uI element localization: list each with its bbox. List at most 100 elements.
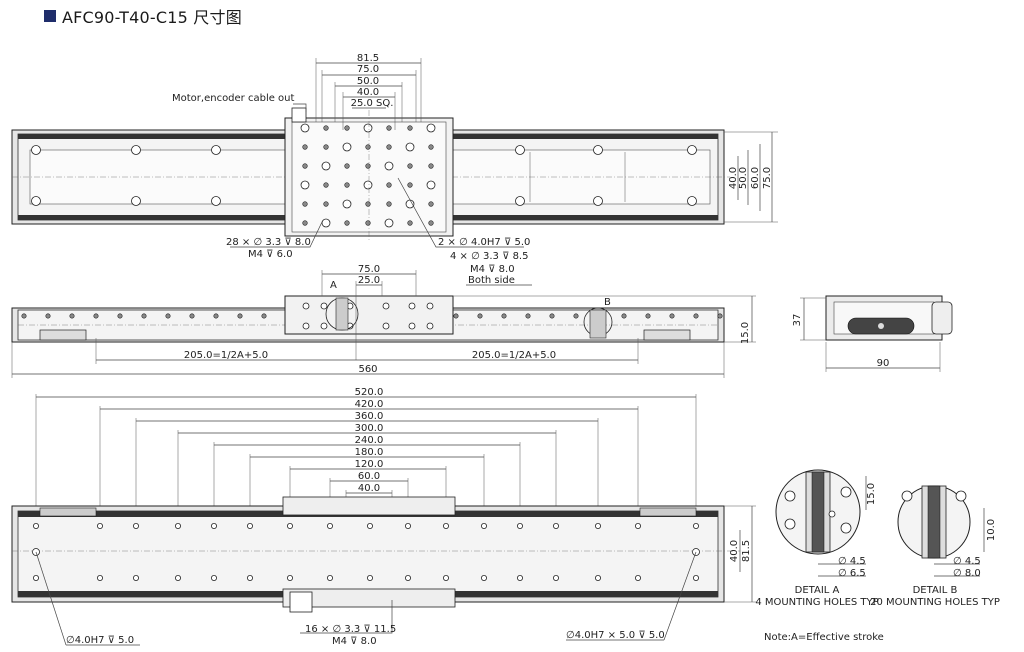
detail-b-slot (589, 309, 607, 339)
bottom-block-tl (39, 507, 97, 517)
bottom-rail-hole (442, 575, 449, 582)
bottom-dim-40: 40.0 (729, 540, 740, 562)
bottom-note-left: ∅4.0H7 ⊽ 5.0 (66, 635, 134, 646)
bottom-note-mid-leader (300, 600, 393, 634)
side-dim-total: 560 (358, 364, 377, 375)
bottom-rail-hole (404, 575, 411, 582)
carriage-hole (302, 201, 308, 207)
detail-b: 10.0 ∅ 4.5 ∅ 8.0 DETAIL B 20 MOUNTING HO… (870, 485, 1000, 608)
drawing-title-text: AFC90-T40-C15 尺寸图 (62, 8, 242, 27)
bottom-rail-hole (517, 523, 524, 530)
side-block-left (39, 329, 87, 341)
bottom-rail-hole (326, 523, 333, 530)
side-rail-hole (45, 313, 51, 319)
bottom-rail-hole (210, 523, 217, 530)
note-right-leader (397, 177, 524, 248)
detail-b-dim-d1: ∅ 4.5 (953, 556, 981, 567)
carriage-hole (365, 220, 371, 226)
bottom-rail-hole (635, 523, 642, 530)
label-a: A (330, 280, 337, 291)
bottom-note-right: ∅4.0H7 × 5.0 ⊽ 5.0 (566, 630, 665, 641)
cable-leader (293, 103, 307, 112)
top-right-dim-60: 60.0 (750, 167, 761, 189)
carriage-hole (384, 161, 394, 171)
top-carriage-holes (300, 123, 436, 228)
end-dim-height: 37 (792, 314, 803, 327)
top-dim-50: 50.0 (357, 76, 379, 87)
side-rail-hole (189, 313, 195, 319)
bottom-dim-label: 40.0 (358, 483, 380, 494)
side-carriage (284, 295, 454, 335)
side-rail-hole (93, 313, 99, 319)
carriage-hole (407, 220, 413, 226)
side-carriage-hole (408, 322, 416, 330)
rail-hole (131, 145, 141, 155)
carriage-hole (302, 163, 308, 169)
detail-a-hole-3 (840, 486, 852, 498)
side-carriage-hole (382, 302, 390, 310)
bottom-dim-label: 360.0 (355, 411, 384, 422)
rail-hole (31, 145, 41, 155)
side-rail-hole (213, 313, 219, 319)
side-rail-hole (165, 313, 171, 319)
title-square-icon (44, 10, 56, 22)
side-carriage-hole (382, 322, 390, 330)
side-carriage-holes (302, 302, 434, 330)
side-carriage-hole (426, 302, 434, 310)
detail-a-hole-1 (784, 490, 796, 502)
note-left-2: M4 ⊽ 6.0 (248, 249, 293, 260)
carriage-hole (300, 180, 310, 190)
rail-hole (593, 196, 603, 206)
bottom-rail-hole (693, 575, 700, 582)
rail-hole (211, 145, 221, 155)
bottom-rail-hole (517, 575, 524, 582)
bottom-dim-label: 520.0 (355, 387, 384, 398)
detail-a-hole-2 (784, 518, 796, 530)
detail-b-hole-2 (955, 490, 967, 502)
top-right-dim-40: 40.0 (728, 167, 739, 189)
side-dim-height: 15.0 (740, 322, 751, 344)
bottom-block-tr (639, 507, 697, 517)
side-dim-left: 205.0=1/2A+5.0 (184, 350, 268, 361)
end-view: 37 90 (792, 295, 953, 372)
bottom-rail-hole (97, 523, 104, 530)
side-carriage-hole (320, 302, 328, 310)
end-dim-width: 90 (877, 358, 890, 369)
top-dim-81: 81.5 (357, 53, 379, 64)
bottom-note-mid-2: M4 ⊽ 8.0 (332, 636, 377, 647)
bottom-rail-hole (366, 523, 373, 530)
detail-b-dim-d2: ∅ 8.0 (953, 568, 981, 579)
carriage-hole (323, 144, 329, 150)
carriage-hole (405, 199, 415, 209)
bottom-rail-hole (132, 523, 139, 530)
side-rail-hole (669, 313, 675, 319)
bottom-rail-hole (174, 575, 181, 582)
top-right-dim-75: 75.0 (762, 167, 773, 189)
bottom-rail-hole (210, 575, 217, 582)
bottom-note-mid-1: 16 × ∅ 3.3 ⊽ 11.5 (305, 624, 396, 635)
cable-label: Motor,encoder cable out (172, 93, 295, 104)
bottom-rail-hole (174, 523, 181, 530)
side-rail-hole (525, 313, 531, 319)
carriage-hole (386, 125, 392, 131)
top-dim-lines (315, 58, 422, 130)
side-carriage-hole (302, 322, 310, 330)
detail-a-hole-4 (840, 522, 852, 534)
detail-a: 15.0 ∅ 4.5 ∅ 6.5 DETAIL A 4 MOUNTING HOL… (755, 469, 879, 608)
carriage-hole (344, 182, 350, 188)
carriage-hole (384, 218, 394, 228)
side-view: A B 75.0 25.0 205.0=1/2A+5.0 205.0=1/2A+… (11, 264, 756, 378)
side-rail-hole (549, 313, 555, 319)
bottom-rail-hole (442, 523, 449, 530)
note-right-1: 2 × ∅ 4.0H7 ⊽ 5.0 (438, 237, 530, 248)
side-rail-hole (645, 313, 651, 319)
side-carriage-hole (426, 322, 434, 330)
side-rail-hole (261, 313, 267, 319)
bottom-rail-hole (132, 575, 139, 582)
bottom-rail-hole (97, 575, 104, 582)
side-dim-right: 205.0=1/2A+5.0 (472, 350, 556, 361)
carriage-hole (426, 123, 436, 133)
detail-a-dim-d1: ∅ 4.5 (838, 556, 866, 567)
bottom-rail-hole (480, 575, 487, 582)
detail-b-hole-1 (901, 490, 913, 502)
